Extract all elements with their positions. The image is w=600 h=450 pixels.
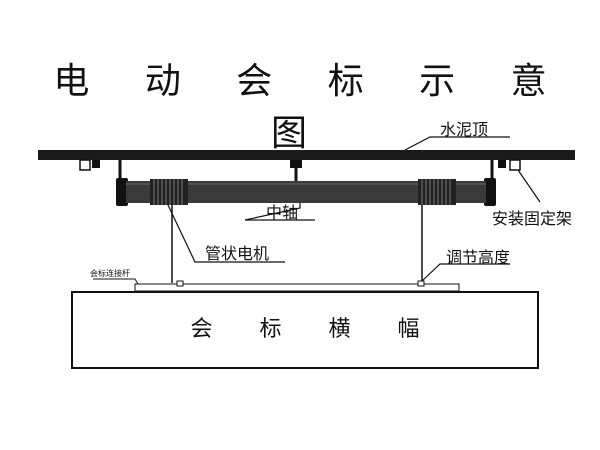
label-adjust-height: 调节高度: [446, 248, 511, 267]
leader-central-axis: [244, 203, 315, 221]
ceiling-slab: [38, 150, 575, 160]
leader-mount-bracket: [517, 169, 541, 203]
banner-box: [71, 291, 539, 369]
leader-ceiling: [404, 136, 510, 151]
label-central-axis: 中轴: [266, 203, 299, 222]
leader-adjust-height: [421, 263, 510, 282]
banner-connecting-rod: [134, 283, 460, 292]
shaft-end-cap-left: [116, 178, 128, 206]
banner-text: 会 标 横 幅: [190, 317, 440, 342]
leader-connecting-rod: [93, 278, 139, 285]
label-tubular-motor: 管状电机: [205, 244, 270, 263]
label-connecting-rod: 会标连接杆: [90, 269, 130, 278]
central-shaft: [126, 181, 486, 203]
mount-bracket-left: [79, 159, 122, 182]
tubular-motor-coil-right: [418, 179, 456, 205]
leader-tubular-motor: [167, 204, 285, 263]
label-mount-bracket: 安装固定架: [492, 209, 573, 228]
label-ceiling: 水泥顶: [440, 120, 489, 139]
mount-bracket-right: [490, 159, 521, 182]
diagram-title: 电 动 会 标 示 意 图: [53, 61, 569, 154]
tubular-motor-coil-left: [150, 179, 188, 205]
mount-bracket-center: [290, 160, 302, 182]
shaft-end-cap-right: [484, 178, 496, 206]
